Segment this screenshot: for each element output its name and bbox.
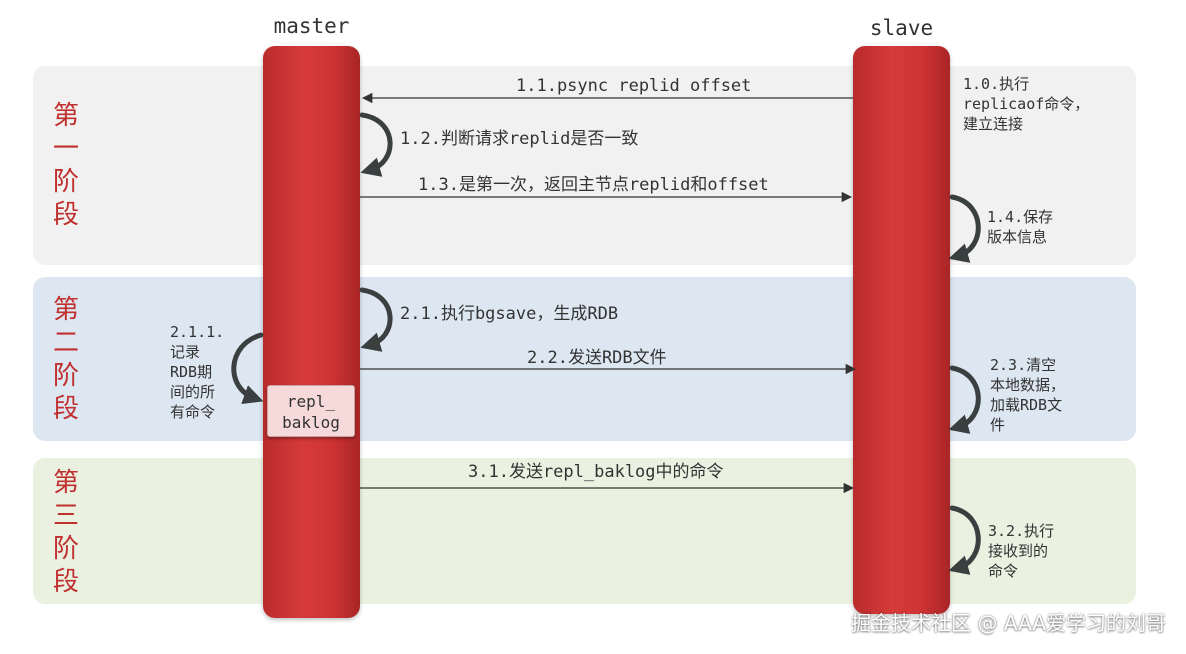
- note-1-0: 1.0.执行 replicaof命令， 建立连接: [963, 75, 1090, 133]
- master-label: master: [273, 14, 350, 38]
- note-2-3: 2.3.清空 本地数据， 加载RDB文 件: [990, 356, 1066, 434]
- watermark: 掘金技术社区 @ AAA爱学习的刘哥: [851, 611, 1166, 635]
- loop-arrow-2-1: [359, 287, 393, 352]
- message-3-1: 3.1.发送repl_baklog中的命令: [468, 462, 724, 482]
- note-1-4: 1.4.保存 版本信息: [987, 208, 1054, 246]
- phase-1-title: 第 一 阶 段: [52, 101, 79, 230]
- message-2-1: 2.1.执行bgsave，生成RDB: [400, 304, 619, 324]
- phase-2-title: 第 二 阶 段: [52, 295, 79, 424]
- note-2-1-1: 2.1.1. 记录 RDB期 间的所 有命令: [170, 323, 225, 421]
- message-1-3: 1.3.是第一次，返回主节点replid和offset: [418, 175, 769, 195]
- message-1-2: 1.2.判断请求replid是否一致: [400, 129, 639, 149]
- loop-arrow-2-1-1: [231, 332, 264, 405]
- master-lifeline: [263, 46, 360, 618]
- loop-arrow-1-4: [948, 194, 981, 263]
- phase-3-panel: [33, 458, 1136, 604]
- loop-arrow-1-2: [359, 112, 393, 177]
- repl-baklog-box: repl_ baklog: [267, 385, 355, 437]
- slave-lifeline: [853, 46, 950, 614]
- phase-3-title: 第 三 阶 段: [52, 468, 79, 597]
- note-3-2: 3.2.执行 接收到的 命令: [988, 522, 1055, 580]
- slave-label: slave: [869, 16, 934, 40]
- message-2-2: 2.2.发送RDB文件: [527, 348, 667, 368]
- phase-2-panel: [33, 277, 1136, 441]
- phase-1-panel: [33, 66, 1136, 265]
- loop-arrow-2-3: [948, 365, 981, 434]
- message-1-1: 1.1.psync replid offset: [516, 76, 752, 96]
- loop-arrow-3-2: [948, 505, 981, 575]
